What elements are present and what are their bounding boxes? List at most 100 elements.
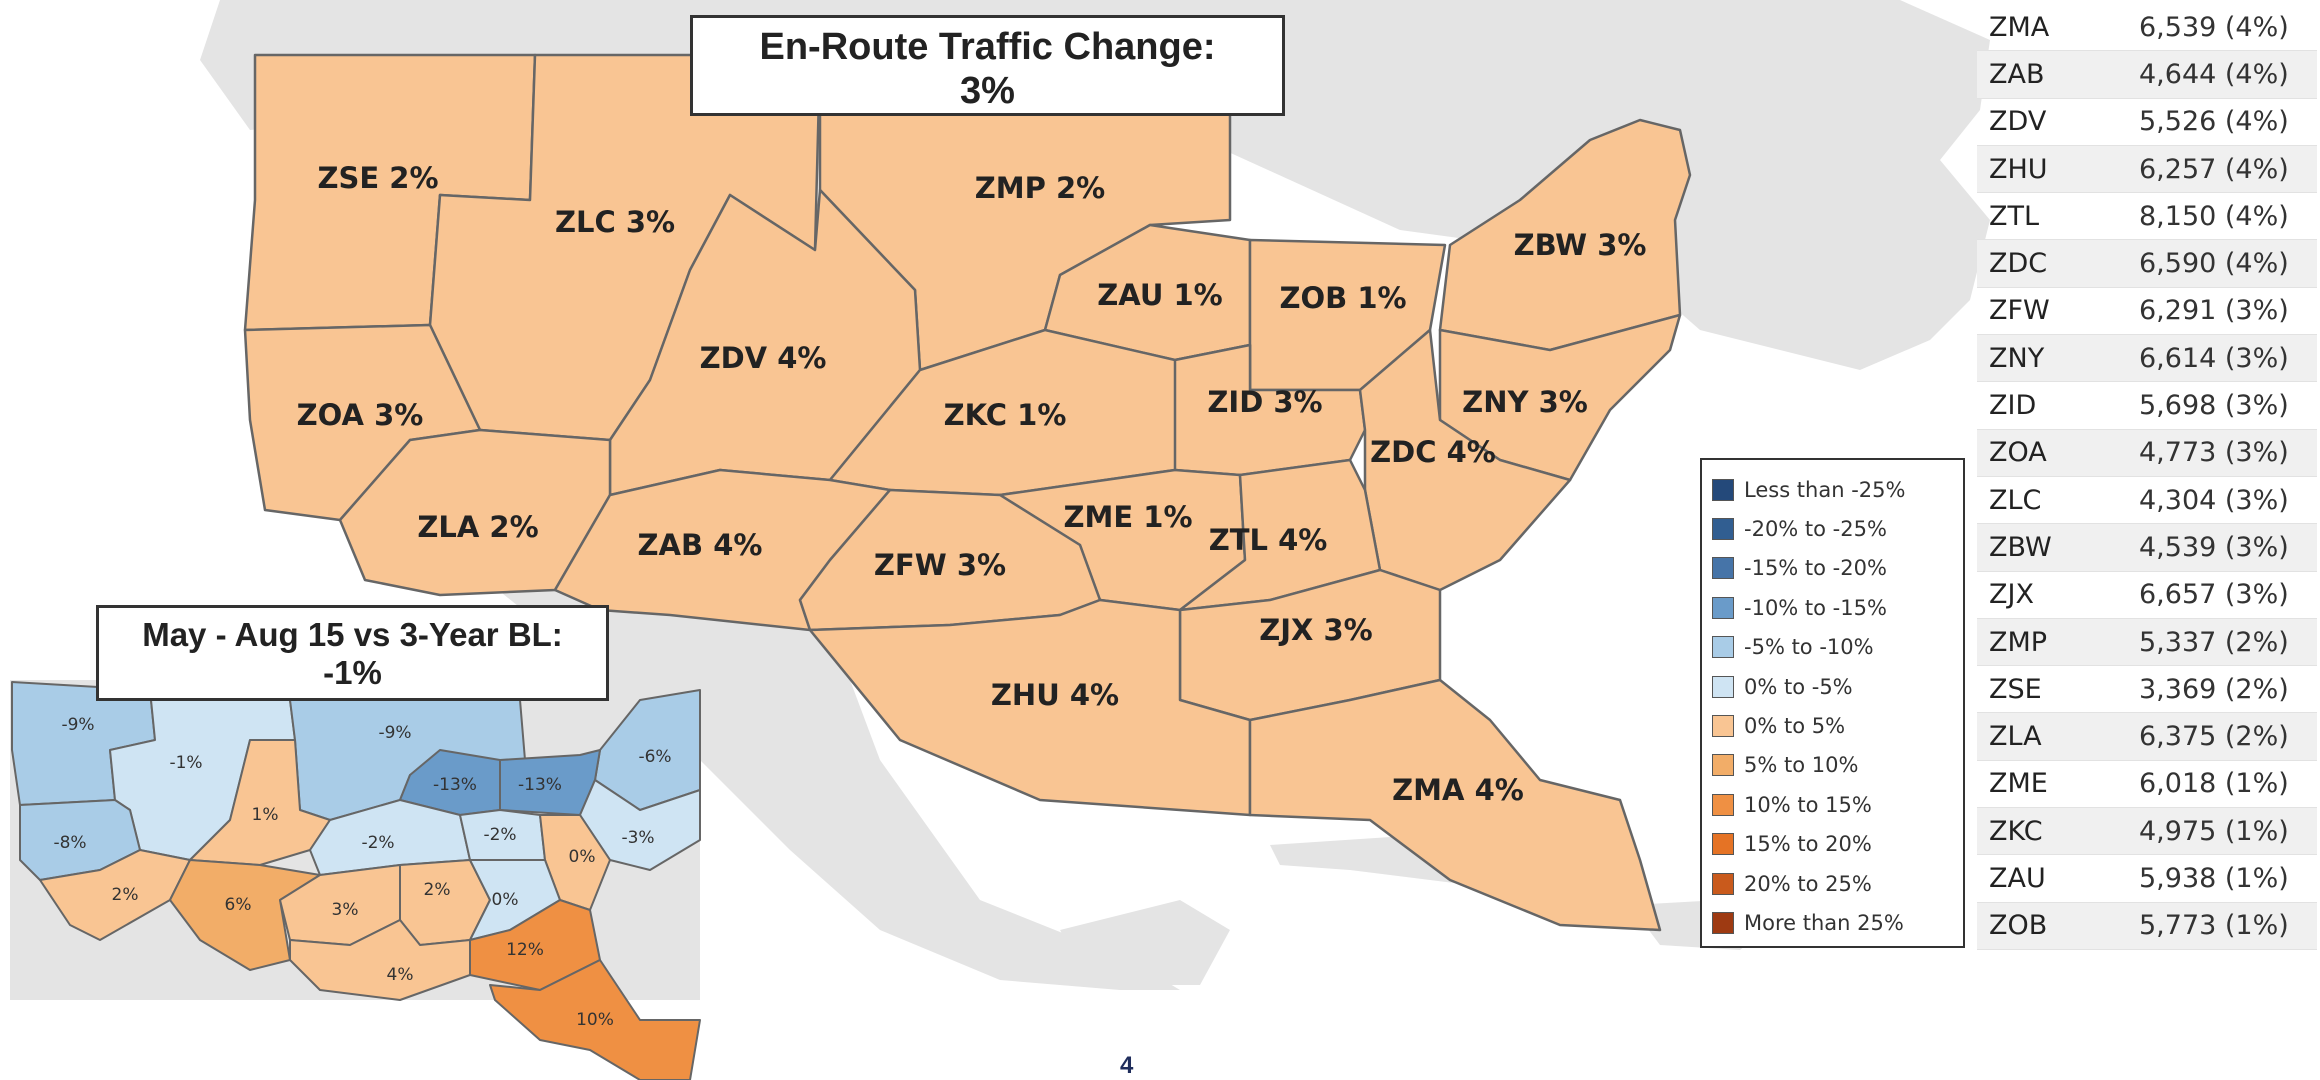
region-labels: ZSE 2% ZLC 3% ZMP 2% ZBW 3% ZAU 1% ZOB 1… [297,161,1647,807]
row-value: 5,337 (2%) [2139,626,2289,658]
legend-item: 5% to 10% [1712,746,1963,785]
legend-swatch [1712,715,1734,738]
table-row: ZOB 5,773 (1%) [1977,902,2317,950]
region-zma [1248,678,1662,932]
inset-zma [489,959,701,1080]
legend-swatch [1712,793,1734,816]
inset-map [10,680,701,1080]
legend-label: -5% to -10% [1744,635,1874,660]
legend-item: 0% to 5% [1712,706,1963,745]
inset-label-zny: -3% [621,828,654,848]
inset-label-zbw: -6% [638,747,671,767]
row-value: 5,526 (4%) [2139,106,2289,138]
label-zma: ZMA 4% [1392,773,1524,807]
legend-label: -10% to -15% [1744,595,1887,620]
legend-item: -15% to -20% [1712,549,1963,588]
inset-title-line2: -1% [323,653,382,691]
row-value: 5,773 (1%) [2139,910,2289,942]
legend-swatch [1712,636,1734,659]
label-zmp: ZMP 2% [975,171,1105,205]
main-title-line1: En-Route Traffic Change: [759,26,1216,68]
row-center: ZLC [1989,484,2042,516]
label-zab: ZAB 4% [638,528,763,562]
row-value: 5,698 (3%) [2139,390,2289,422]
row-value: 6,257 (4%) [2139,153,2289,185]
inset-zjx [469,899,601,991]
inset-label-zkc: -2% [361,833,394,853]
inset-label-zlc: -1% [169,753,202,773]
legend-swatch [1712,518,1734,541]
label-zfw: ZFW 3% [874,548,1006,582]
label-zhu: ZHU 4% [991,678,1119,712]
row-center: ZME [1989,768,2048,800]
artcc-regions [243,53,1692,932]
inset-label-zau: -13% [433,775,477,795]
legend-item: 0% to -5% [1712,667,1963,706]
row-center: ZJX [1989,579,2034,611]
legend-swatch [1712,478,1734,501]
inset-label-zid: -2% [483,825,516,845]
row-value: 6,657 (3%) [2139,579,2289,611]
row-center: ZID [1989,390,2037,422]
row-value: 8,150 (4%) [2139,200,2289,232]
main-title-box: En-Route Traffic Change: 3% [690,15,1285,116]
legend-item: Less than -25% [1712,470,1963,509]
row-value: 4,773 (3%) [2139,437,2289,469]
row-value: 5,938 (1%) [2139,862,2289,894]
table-row: ZTL 8,150 (4%) [1977,193,2317,241]
inset-label-zdv: 1% [252,805,279,825]
legend-item: More than 25% [1712,903,1963,942]
inset-label-zoa: -8% [53,833,86,853]
label-zla: ZLA 2% [417,510,538,544]
inset-label-zmp: -9% [378,723,411,743]
legend-label: -20% to -25% [1744,517,1887,542]
inset-label-zab: 6% [225,895,252,915]
label-zid: ZID 3% [1207,385,1322,419]
legend-swatch [1712,675,1734,698]
row-center: ZDC [1989,248,2048,280]
row-center: ZAU [1989,862,2046,894]
region-zdc [1358,328,1572,592]
legend-swatch [1712,557,1734,580]
inset-zny [579,779,701,871]
inset-label-zla: 2% [112,885,139,905]
label-zdc: ZDC 4% [1370,435,1496,469]
central-america [1060,900,1230,985]
row-center: ZHU [1989,153,2048,185]
row-center: ZMA [1989,11,2050,43]
inset-label-zme: 2% [424,880,451,900]
label-zkc: ZKC 1% [944,398,1067,432]
row-value: 4,304 (3%) [2139,484,2289,516]
legend-label: 15% to 20% [1744,832,1872,857]
table-row: ZLC 4,304 (3%) [1977,477,2317,525]
row-value: 4,539 (3%) [2139,531,2289,563]
row-value: 6,291 (3%) [2139,295,2289,327]
label-zdv: ZDV 4% [700,341,827,375]
row-center: ZSE [1989,673,2042,705]
row-value: 6,614 (3%) [2139,342,2289,374]
region-zhu [808,598,1252,817]
color-legend: Less than -25% -20% to -25% -15% to -20% -1… [1700,458,1965,948]
label-ztl: ZTL 4% [1209,523,1328,557]
row-center: ZOB [1989,910,2048,942]
label-zob: ZOB 1% [1279,281,1406,315]
inset-label-zma: 10% [576,1010,614,1030]
legend-label: Less than -25% [1744,477,1906,502]
row-value: 6,375 (2%) [2139,721,2289,753]
row-center: ZOA [1989,437,2047,469]
row-value: 4,975 (1%) [2139,815,2289,847]
legend-label: 10% to 15% [1744,792,1872,817]
legend-item: -5% to -10% [1712,628,1963,667]
inset-label-zob: -13% [518,775,562,795]
inset-title-box: May - Aug 15 vs 3-Year BL: -1% [96,605,609,701]
row-center: ZTL [1989,200,2040,232]
